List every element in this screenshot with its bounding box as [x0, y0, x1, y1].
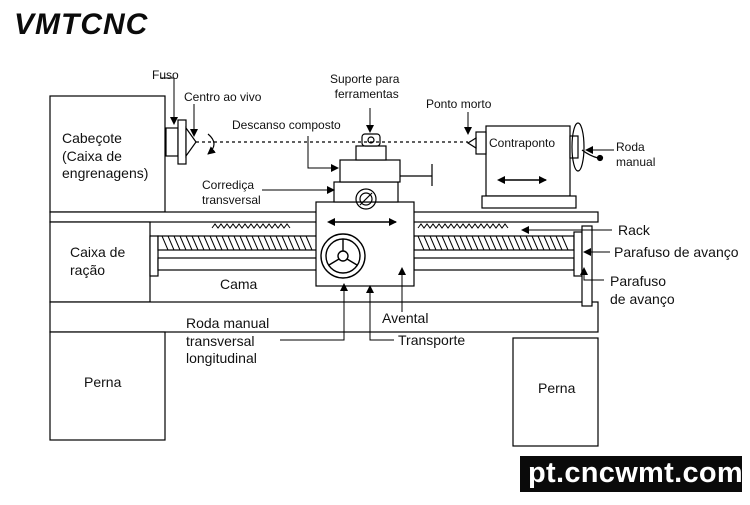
label-roda-trans-l3: longitudinal — [186, 350, 257, 366]
label-parafuso2-l2: de avanço — [610, 290, 675, 307]
label-cabecote-l3: engrenagens) — [62, 165, 149, 181]
brand-logo: VMTCNC — [14, 8, 149, 41]
footer-url: pt.cncwmt.com — [528, 457, 743, 489]
label-roda-trans-l1: Roda manual — [186, 315, 270, 331]
cross-slide-wheel — [355, 188, 377, 210]
label-suporte: Suporte para ferramentas — [330, 72, 399, 102]
left-leg — [49, 331, 166, 441]
label-perna-direita: Perna — [538, 380, 576, 396]
label-cama: Cama — [220, 276, 258, 292]
label-avental: Avental — [382, 310, 429, 326]
label-roda-transversal: Roda manual transversal longitudinal — [186, 315, 269, 368]
label-centro-ao-vivo: Centro ao vivo — [184, 90, 262, 104]
feed-box — [49, 221, 151, 303]
label-roda-manual-l2: manual — [616, 155, 656, 169]
spindle — [165, 127, 179, 157]
apron — [315, 201, 415, 287]
label-ponto-morto: Ponto morto — [426, 97, 492, 111]
leadscrew-threads — [161, 223, 569, 251]
label-suporte-l1: Suporte para — [330, 72, 400, 86]
tailstock-handwheel — [571, 122, 604, 172]
label-corredica-l1: Corrediça — [202, 178, 255, 192]
footer-url-banner: pt.cncwmt.com — [520, 456, 743, 492]
label-parafuso2-l1: Parafuso — [610, 273, 667, 289]
label-parafuso-avanco-2: Parafuso de avanço — [610, 273, 675, 308]
label-fuso: Fuso — [152, 68, 179, 82]
label-transporte: Transporte — [398, 332, 466, 348]
tool-post — [361, 133, 381, 147]
label-contraponto: Contraponto — [489, 136, 556, 150]
end-bracket — [573, 231, 583, 277]
label-cabecote: Cabeçote (Caixa de engrenagens) — [62, 130, 148, 183]
label-caixa-racao-l2: ração — [70, 261, 106, 278]
label-caixa-racao: Caixa de ração — [70, 244, 125, 279]
label-roda-manual: Roda manual — [616, 140, 655, 170]
label-suporte-l2: ferramentas — [334, 87, 399, 101]
label-perna-esquerda: Perna — [84, 374, 122, 390]
compound-rest — [355, 145, 387, 161]
right-leg — [512, 337, 599, 447]
label-rack: Rack — [618, 222, 650, 238]
bed — [49, 301, 599, 333]
carriage-handwheel — [320, 233, 366, 279]
label-corredica: Corrediça transversal — [202, 178, 261, 208]
label-corredica-l2: transversal — [202, 193, 261, 207]
label-caixa-racao-l1: Caixa de — [70, 244, 126, 260]
headstock-box — [49, 95, 166, 213]
label-parafuso-avanco: Parafuso de avanço — [614, 244, 739, 260]
label-roda-trans-l2: transversal — [186, 332, 255, 349]
tailstock — [485, 125, 571, 197]
label-descanso-composto: Descanso composto — [232, 118, 341, 132]
label-cabecote-l1: Cabeçote — [62, 130, 122, 146]
label-roda-manual-l1: Roda — [616, 140, 645, 154]
label-cabecote-l2: (Caixa de — [62, 147, 122, 164]
